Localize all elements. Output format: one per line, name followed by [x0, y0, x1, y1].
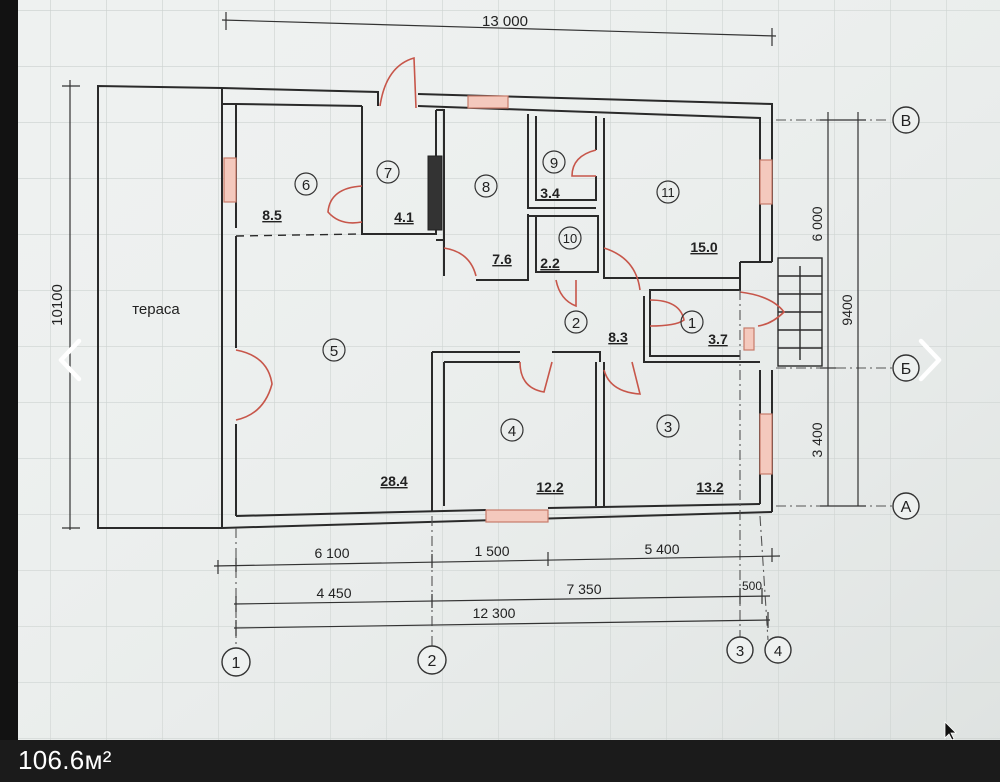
top-dimension: 13 000 [221, 12, 777, 46]
room-7-number: 7 [384, 165, 392, 182]
room-1-number: 1 [688, 315, 696, 332]
dim-bottom-c: 5 400 [644, 541, 679, 557]
dim-bottom-a: 6 100 [314, 545, 349, 561]
chevron-right-icon [918, 338, 942, 382]
dim-bottom-f: 500 [742, 579, 762, 593]
right-dimensions: 6 000 3 400 9400 [809, 112, 866, 507]
dim-right-lower: 3 400 [809, 422, 825, 457]
bottom-dimensions: 6 100 1 500 5 400 4 450 7 350 500 12 300 [213, 541, 781, 636]
dim-bottom-b: 1 500 [474, 543, 509, 559]
previous-image-button[interactable] [48, 330, 92, 390]
dim-bottom-e: 7 350 [566, 581, 601, 597]
axis-row-b: В [901, 113, 912, 130]
fireplace [427, 155, 443, 231]
axis-row-b2: Б [901, 361, 912, 378]
axis-col-2: 2 [428, 653, 437, 670]
dim-top-total: 13 000 [482, 13, 528, 30]
caption-bar [0, 740, 1000, 782]
room-7-area: 4.1 [394, 209, 414, 225]
room-10-number: 10 [563, 231, 577, 246]
room-8-number: 8 [482, 179, 490, 196]
room-11-area: 15.0 [690, 239, 717, 255]
axis-col-1: 1 [232, 655, 241, 672]
dim-bottom-d: 4 450 [316, 585, 351, 601]
windows [223, 95, 773, 523]
room-9-number: 9 [550, 155, 558, 172]
room-4-area: 12.2 [536, 479, 563, 495]
room-6-number: 6 [302, 177, 310, 194]
room-2-area: 8.3 [608, 329, 628, 345]
room-8-area: 7.6 [492, 251, 512, 267]
mouse-cursor-icon [944, 721, 957, 740]
room-1-area: 3.7 [708, 331, 728, 347]
stair [777, 257, 823, 367]
room-3-area: 13.2 [696, 479, 723, 495]
axis-col-3: 3 [736, 643, 744, 660]
next-image-button[interactable] [908, 330, 952, 390]
column-axis-markers: 1 2 3 4 [221, 636, 792, 677]
axis-col-4: 4 [774, 643, 782, 660]
room-areas: 3.7 8.3 13.2 12.2 28.4 8.5 4.1 7.6 3.4 2… [262, 185, 728, 495]
floor-plan-photo: 13 000 10100 [18, 0, 1000, 740]
left-dimension: 10100 [49, 80, 80, 530]
terrace-label: тераса [132, 301, 180, 318]
dim-left-total: 10100 [49, 284, 66, 326]
chevron-left-icon [58, 338, 82, 382]
room-9-area: 3.4 [540, 185, 560, 201]
room-3-number: 3 [664, 419, 672, 436]
row-axis-markers: В Б А [892, 106, 920, 520]
room-5-area: 28.4 [380, 473, 407, 489]
doors [235, 56, 786, 421]
axis-lines [235, 119, 892, 652]
dim-right-total: 9400 [839, 294, 855, 325]
room-2-number: 2 [572, 315, 580, 332]
room-11-number: 11 [661, 185, 675, 200]
axis-row-a: А [901, 499, 912, 516]
image-caption: 106.6м² [18, 745, 112, 775]
floor-plan-drawing: 13 000 10100 [18, 0, 1000, 740]
dim-right-upper: 6 000 [809, 206, 825, 241]
room-numbers: 1 2 3 4 5 6 7 8 9 10 11 [294, 150, 704, 442]
room-4-number: 4 [508, 423, 516, 440]
room-6-area: 8.5 [262, 207, 282, 223]
room-5-number: 5 [330, 343, 338, 360]
dim-bottom-total: 12 300 [473, 605, 516, 621]
room-10-area: 2.2 [540, 255, 560, 271]
